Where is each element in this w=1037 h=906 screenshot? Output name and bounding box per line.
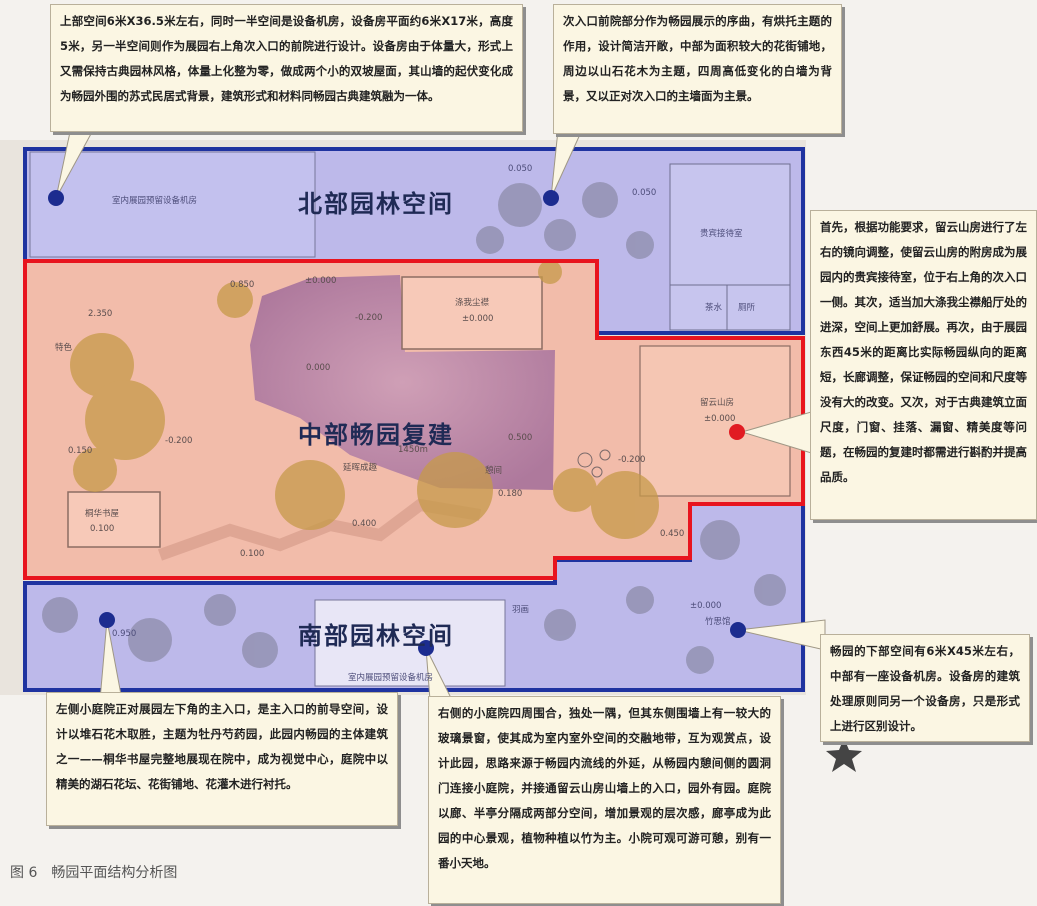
level-0500: 0.500: [508, 433, 532, 443]
plan-label-pavilion: 憩间: [485, 465, 502, 476]
plan-label-hall: 涤我尘襟: [455, 297, 490, 308]
level-0100b: 0.100: [240, 549, 264, 559]
marker-bottom-left: [99, 612, 115, 628]
level-0000e: 0.000: [306, 363, 330, 373]
study-building: [67, 491, 161, 548]
equip-room-top: [29, 151, 316, 258]
callout-top-left: 上部空间6米X36.5米左右，同时一半空间是设备机房，设备房平面约6米X17米，…: [50, 4, 523, 132]
star-icon: [826, 738, 862, 772]
stepping-stones: [577, 449, 611, 478]
marker-top-left: [48, 190, 64, 206]
plan-label-study: 桐华书屋: [85, 508, 120, 519]
trees-outer: [42, 182, 786, 674]
plan-label-liuyun: 留云山房: [700, 397, 734, 408]
plan-label-rock: 羽画: [512, 605, 529, 615]
level-0200a: -0.200: [355, 313, 382, 323]
region-label-south: 南部园林空间: [298, 622, 454, 650]
plan-label-equip-bottom: 室内展园预留设备机房: [348, 672, 433, 683]
trees-middle: [70, 260, 659, 539]
level-0450: 0.450: [660, 529, 684, 539]
level-0180: 0.180: [498, 489, 522, 499]
middle-region-border: [23, 259, 805, 580]
level-0050b: 0.050: [632, 188, 656, 198]
plan-label-toilet: 厕所: [738, 302, 756, 313]
guest-room-building: [669, 163, 791, 331]
pond: [250, 275, 555, 490]
corridor: [157, 498, 481, 561]
level-0200c: -0.200: [618, 455, 645, 465]
callout-bottom-right: 畅园的下部空间有6米X45米左右，中部有一座设备机房。设备房的建筑处理原则同另一…: [820, 634, 1030, 742]
marker-top-right: [543, 190, 559, 206]
pointer-top-left: [55, 131, 93, 199]
equip-room-bottom: [314, 599, 506, 687]
level-0050a: 0.050: [508, 164, 532, 174]
callout-right: 首先，根据功能要求，留云山房进行了左右的镜向调整，使留云山房的附房成为展园内的贵…: [810, 210, 1037, 520]
callout-bottom-mid: 右侧的小庭院四周围合，独处一隅，但其东侧围墙上有一较大的玻璃景窗，使其成为室内室…: [428, 696, 781, 904]
south-region-fill: [25, 504, 803, 690]
callout-bottom-left: 左侧小庭院正对展园左下角的主入口，是主入口的前导空间，设计以堆石花木取胜，主题为…: [46, 692, 398, 826]
level-0000c: ±0.000: [704, 414, 735, 424]
level-0950: 0.950: [112, 629, 136, 639]
level-2350: 2.350: [88, 309, 112, 319]
plan-label-m: 特色: [55, 342, 73, 353]
level-0100a: 0.100: [90, 524, 114, 534]
marker-bottom-right: [730, 622, 746, 638]
level-0200b: -0.200: [165, 436, 192, 446]
plan-label-guest-room: 贵宾接待室: [700, 228, 743, 239]
region-label-middle: 中部畅园复建: [298, 421, 454, 449]
hall-building: [401, 276, 543, 350]
level-0000a: ±0.000: [305, 276, 336, 286]
region-label-north: 北部园林空间: [298, 190, 454, 218]
callout-top-right: 次入口前院部分作为畅园展示的序曲，有烘托主题的作用，设计简洁开敞，中部为面积较大…: [553, 4, 842, 134]
level-0150: 0.150: [68, 446, 92, 456]
level-0850: 0.850: [230, 280, 254, 290]
marker-right: [729, 424, 745, 440]
plan-label-equip-top: 室内展园预留设备机房: [112, 195, 197, 206]
level-0000d: ±0.000: [690, 601, 721, 611]
plan-label-corridor: 延晖成趣: [343, 462, 378, 473]
plan-label-tea: 茶水: [705, 302, 723, 313]
marker-bottom-mid: [418, 640, 434, 656]
plan-label-area: 1450m: [398, 445, 428, 455]
plan-label-zhuju: 竹思馆: [705, 616, 731, 627]
figure-caption: 图 6 畅园平面结构分析图: [10, 865, 178, 881]
level-0000b: ±0.000: [462, 314, 493, 324]
level-0400: 0.400: [352, 519, 376, 529]
liuyun-building: [639, 345, 791, 497]
